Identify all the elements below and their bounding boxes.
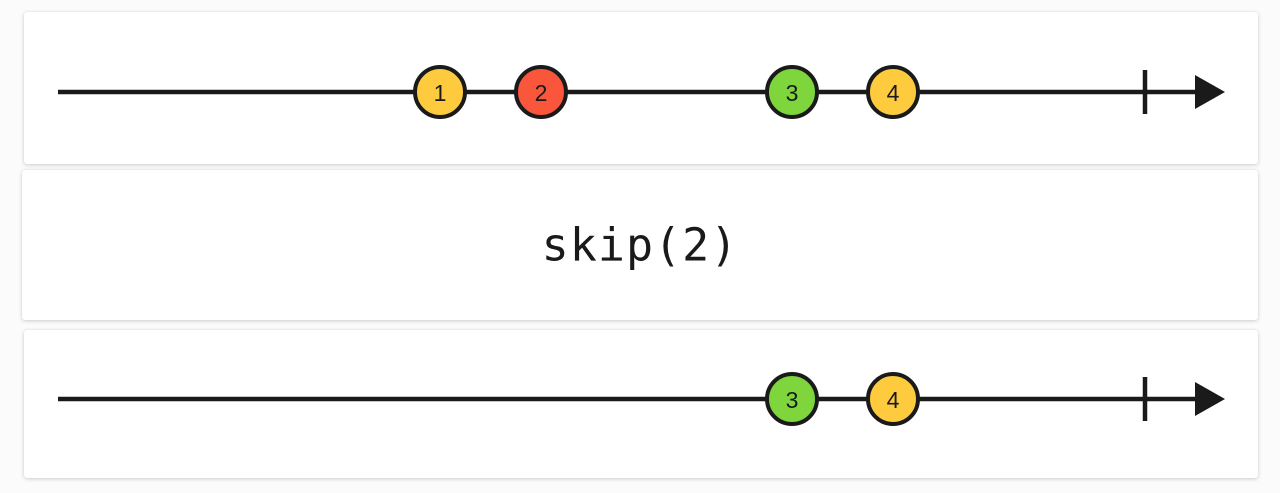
marble-circle: [866, 372, 920, 426]
marble[interactable]: 2: [514, 65, 568, 119]
timeline-arrow-icon: [1195, 382, 1225, 416]
marble-label: 3: [786, 387, 799, 413]
marble[interactable]: 3: [765, 372, 819, 426]
marble-label: 1: [434, 80, 447, 106]
marble-circle: [866, 65, 920, 119]
marble-label: 2: [535, 80, 548, 106]
operator-label: skip(2): [541, 218, 739, 272]
timeline-arrow-icon: [1195, 75, 1225, 109]
input-timeline: 1 2 3 4: [58, 65, 1225, 119]
marble[interactable]: 3: [765, 65, 819, 119]
marble-circle: [765, 65, 819, 119]
operator-panel: skip(2): [22, 170, 1258, 320]
marble-label: 4: [887, 80, 900, 106]
marble-label: 3: [786, 80, 799, 106]
marble-circle: [514, 65, 568, 119]
marble-circle: [413, 65, 467, 119]
marble[interactable]: 1: [413, 65, 467, 119]
marble[interactable]: 4: [866, 65, 920, 119]
marble[interactable]: 4: [866, 372, 920, 426]
marble-circle: [765, 372, 819, 426]
input-stream-panel: 1 2 3 4: [24, 12, 1258, 164]
marble-label: 4: [887, 387, 900, 413]
